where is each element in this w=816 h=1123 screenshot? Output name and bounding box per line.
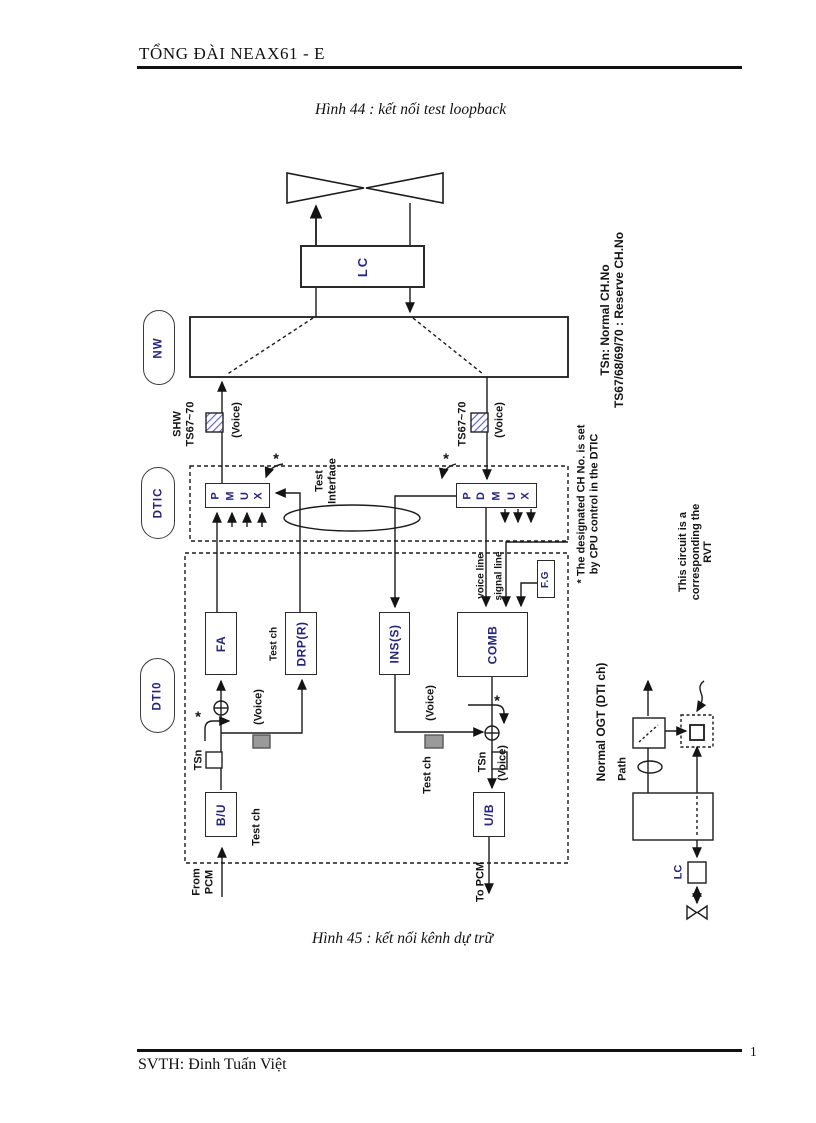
block-label-bu: B/U — [213, 803, 228, 826]
star-pdmux: * — [443, 450, 449, 468]
group-pill-nw: NW — [143, 310, 175, 385]
tsn-box-right — [491, 751, 508, 770]
label-voice-mid-right: (Voice) — [424, 685, 437, 721]
block-ub: U/B — [473, 792, 505, 837]
block-bu: B/U — [205, 792, 237, 837]
hatch-marker-right — [470, 412, 489, 433]
mini-path-label: Path — [616, 757, 629, 781]
page-header-title: TỔNG ĐÀI NEAX61 - E — [139, 44, 326, 63]
block-label-comb: COMB — [485, 625, 500, 664]
test-ch-marker-right — [424, 734, 444, 749]
label-voice-ub: (Voice) — [496, 745, 509, 781]
label-test-ch-drp: Test ch — [268, 626, 280, 662]
footer-rule — [137, 1049, 742, 1052]
group-pill-dti0: DTI0 — [140, 658, 175, 733]
star-sum-right: * — [494, 692, 500, 710]
note-rvt: This circuit is a corresponding the RVT — [677, 503, 715, 601]
mini-nw-box — [632, 792, 714, 841]
rvt-circuit-box — [689, 724, 705, 741]
group-label-dtic: DTIC — [152, 487, 164, 519]
label-test-interface: Test Interface — [313, 458, 338, 504]
test-ch-marker-left — [252, 734, 271, 749]
block-fa: FA — [205, 612, 237, 675]
label-voice-right: (Voice) — [493, 402, 506, 438]
page-number: 1 — [750, 1044, 757, 1059]
label-from-pcm: From PCM — [190, 868, 215, 896]
tsn-box-left — [205, 751, 223, 769]
mini-lc-box — [687, 861, 707, 884]
label-voice-mid-left: (Voice) — [252, 689, 265, 725]
label-test-ch-right: Test ch — [421, 756, 434, 794]
block-drp: DRP(R) — [285, 612, 317, 675]
crosspoint-box — [632, 717, 666, 749]
header-rule — [137, 66, 742, 69]
block-label-lc: LC — [355, 255, 370, 278]
label-to-pcm: To PCM — [474, 861, 487, 903]
block-label-fg: F.G — [540, 570, 552, 588]
label-signal-line: signal line — [493, 551, 505, 601]
sum-node-left — [213, 700, 229, 716]
label-voice-line: voice line — [475, 553, 487, 599]
path-loop — [637, 760, 663, 774]
label-tsn-left: TSn — [192, 749, 205, 771]
label-shw-ts67-70: SHW TS67~70 — [171, 401, 196, 447]
block-label-fa: FA — [214, 635, 228, 652]
label-voice-left: (Voice) — [230, 402, 243, 438]
dti0-region — [184, 552, 569, 864]
mini-diagram — [632, 679, 714, 921]
block-lc: LC — [300, 245, 425, 288]
block-label-ub: U/B — [481, 803, 496, 826]
group-label-dti0: DTI0 — [151, 681, 164, 710]
block-label-drp: DRP(R) — [294, 621, 308, 666]
note-tsn-legend: TSn: Normal CH.No TS67/68/69/70 : Reserv… — [598, 231, 626, 409]
label-ts67-70-right: TS67~70 — [456, 401, 469, 447]
block-fg: F.G — [537, 560, 555, 598]
figure-44-caption: Hình 44 : kết nối test loopback — [315, 101, 507, 118]
star-pmux: * — [273, 450, 279, 468]
nw-box — [189, 316, 569, 378]
hatch-marker-left — [205, 412, 224, 433]
block-ins: INS(S) — [379, 612, 410, 675]
note-designated: * The designated CH No. is set by CPU co… — [575, 424, 600, 584]
phone-icon — [286, 172, 444, 204]
label-test-ch-left: Test ch — [250, 808, 263, 846]
group-label-nw: NW — [152, 336, 165, 359]
sum-node-right — [484, 725, 500, 741]
figure-45-caption: Hình 45 : kết nối kênh dự trữ — [312, 930, 493, 947]
block-label-ins: INS(S) — [387, 624, 402, 663]
dtic-region — [189, 465, 569, 542]
block-comb: COMB — [457, 612, 528, 677]
footer-author: SVTH: Đinh Tuấn Việt — [138, 1056, 287, 1073]
group-pill-dtic: DTIC — [141, 467, 175, 539]
mini-lc-label: LC — [672, 864, 685, 880]
loopback-loop — [283, 504, 421, 532]
mini-title: Normal OGT (DTI ch) — [594, 662, 609, 782]
star-sum-left: * — [195, 708, 201, 726]
phone-icon-small — [686, 904, 708, 921]
label-tsn-right: TSn — [476, 751, 489, 773]
